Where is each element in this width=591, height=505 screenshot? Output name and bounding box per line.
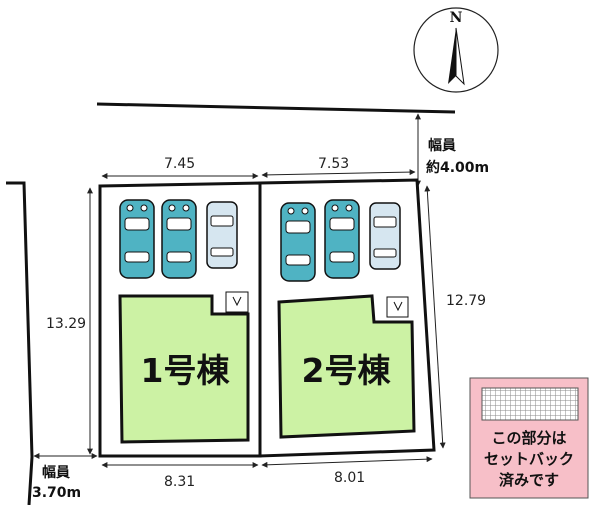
building-2-entrance: [386, 296, 409, 318]
car-icon: [161, 199, 197, 279]
building-1-entrance: [225, 291, 249, 313]
lot-2-label: 2号棟: [302, 351, 392, 390]
setback-legend: この部分は セットバック 済みです: [469, 377, 589, 499]
dim-top-right: 7.53: [318, 156, 349, 172]
car-icon: [324, 199, 360, 279]
dim-right-side: 12.79: [446, 293, 486, 309]
lot-1-label: 1号棟: [141, 351, 231, 390]
road-north-width: 約4.00m: [426, 159, 489, 176]
dim-top-right-arrow: [261, 169, 416, 178]
legend-line-3: 済みです: [499, 471, 559, 489]
road-north-label: 幅員: [428, 137, 456, 154]
north-arrow-icon: N: [413, 7, 499, 93]
dim-right-arrow: [424, 185, 446, 449]
north-label: N: [450, 10, 463, 26]
small-car-icon: [369, 202, 401, 270]
lot-1-parking: [119, 199, 238, 279]
building-1: [118, 294, 250, 444]
legend-swatch: [481, 387, 579, 421]
dim-bottom-right: 8.01: [334, 470, 365, 486]
legend-line-1: この部分は: [491, 429, 566, 447]
north-road-edge: [96, 102, 456, 114]
dim-bottom-left: 8.31: [164, 474, 195, 490]
small-car-icon: [206, 201, 238, 269]
dim-top-left: 7.45: [164, 156, 195, 172]
dim-bottom-right-arrow: [261, 456, 433, 468]
dim-left-side: 13.29: [46, 316, 86, 332]
lot-2-parking: [280, 199, 401, 282]
road-west-width: 3.70m: [32, 485, 81, 501]
car-icon: [119, 199, 155, 279]
car-icon: [280, 202, 316, 282]
building-2: [277, 294, 416, 439]
legend-line-2: セットバック: [484, 450, 574, 468]
west-road-edge: [6, 181, 34, 505]
road-west-label: 幅員: [42, 464, 70, 481]
